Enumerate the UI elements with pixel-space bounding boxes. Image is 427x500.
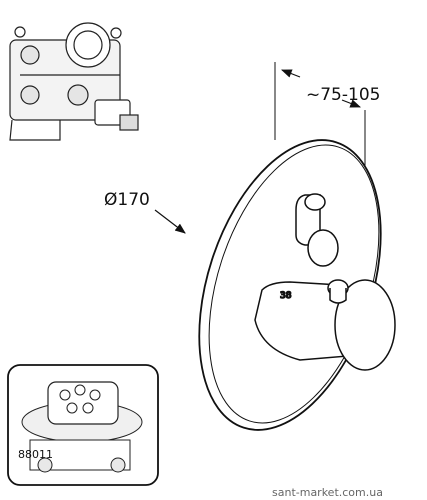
concealed-body-illustration bbox=[9, 22, 139, 141]
inset-base-unit: 88011 bbox=[7, 364, 159, 486]
depth-range-label: ~75-105 bbox=[306, 85, 380, 105]
thermostat-knob: 38 bbox=[254, 279, 396, 371]
diameter-label: Ø170 bbox=[104, 190, 150, 210]
flow-lever bbox=[295, 193, 339, 267]
diameter-dimension: Ø170 bbox=[104, 190, 186, 234]
part-number-label: 88011 bbox=[18, 448, 53, 461]
watermark-text: sant-market.com.ua bbox=[272, 486, 383, 499]
svg-text:38: 38 bbox=[280, 291, 292, 301]
